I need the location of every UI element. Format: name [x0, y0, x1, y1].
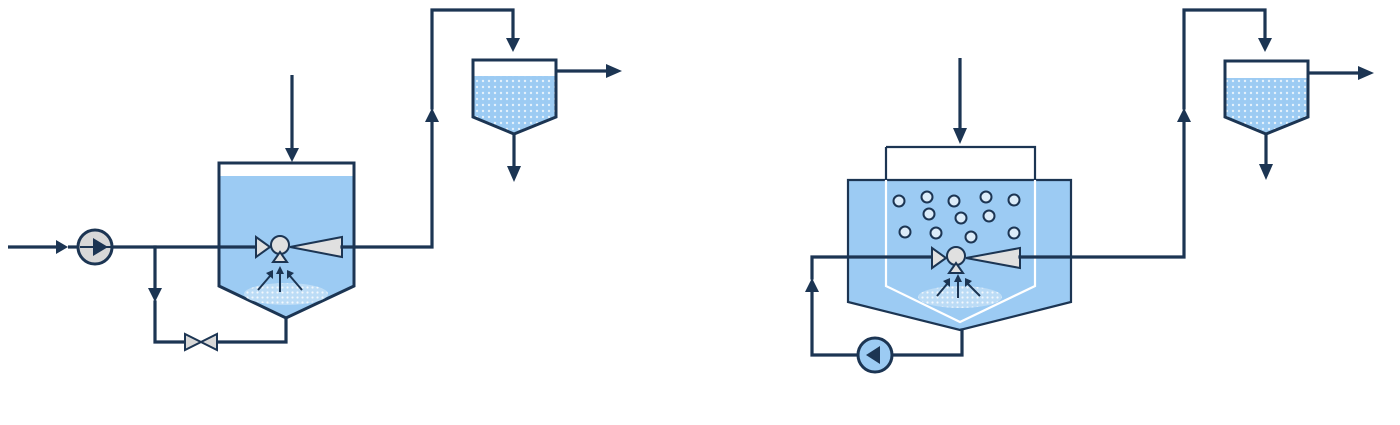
left-bypass-line [148, 245, 288, 344]
recirculation-loop [805, 255, 964, 357]
left-clarifier-underflow-outlet [507, 134, 521, 182]
diffuser-icon [244, 283, 328, 305]
pump-icon [856, 336, 894, 374]
pump-icon [76, 228, 114, 266]
right-reactor-tank [846, 145, 1073, 332]
left-system [8, 8, 622, 352]
bubble-icon [979, 190, 993, 204]
right-clarifier-tank [1223, 59, 1310, 136]
right-riser-pipe [1018, 8, 1272, 259]
left-reactor-outline [217, 161, 356, 320]
left-riser-pipe [340, 8, 520, 249]
right-top-inlet-arrow [953, 58, 967, 144]
bubble-icon [954, 211, 968, 225]
ejector-icon [931, 246, 1021, 298]
bubble-icon [922, 207, 936, 221]
bubble-icon [892, 194, 906, 208]
bubble-icon [898, 225, 912, 239]
ejector-icon [255, 235, 343, 292]
left-top-inlet-arrow [285, 75, 299, 162]
valve-icon [184, 332, 218, 352]
bubble-icon [929, 226, 943, 240]
left-clarifier-overflow-outlet [556, 64, 622, 78]
left-clarifier-tank [471, 58, 558, 136]
bubble-icon [982, 209, 996, 223]
inner-draft-tube [884, 180, 1037, 324]
right-clarifier-underflow-outlet [1259, 134, 1273, 180]
right-system [805, 8, 1374, 374]
bubble-icon [947, 194, 961, 208]
right-clarifier-overflow-outlet [1308, 66, 1374, 80]
gas-bubbles [892, 190, 1021, 244]
bubble-icon [964, 230, 978, 244]
bubble-icon [920, 190, 934, 204]
left-feed-line [8, 240, 256, 254]
bubble-icon [1007, 193, 1021, 207]
bubble-icon [1007, 226, 1021, 240]
diffuser-icon [918, 286, 1002, 308]
